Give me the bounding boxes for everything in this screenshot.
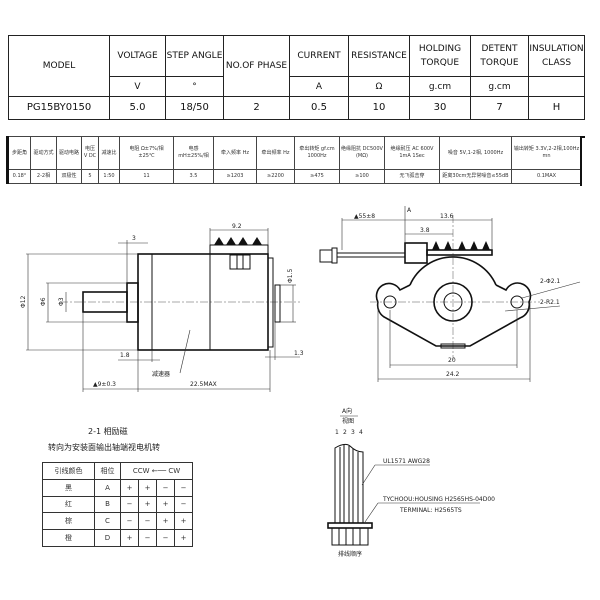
perf-header: 电阻 Ω±7%/相 ±25℃ <box>119 136 174 170</box>
perf-value: 1:50 <box>98 169 120 184</box>
dim-flange-thk: 1.8 <box>120 352 130 359</box>
connector-view-sub: 视图 <box>342 417 354 425</box>
dim-rack-len: 13.6 <box>440 213 454 220</box>
connector-bottom-label: 排线顺序 <box>338 550 362 558</box>
dim-shaft-len: ▲9±0.3 <box>93 381 116 388</box>
step-sign: + <box>120 529 139 547</box>
phase-letter: C <box>94 512 121 531</box>
step-sign: + <box>120 478 139 497</box>
value-holding: 30 <box>409 96 471 120</box>
wire-label: UL1571 AWG28 <box>383 458 430 465</box>
phase-subtitle: 转向为安装面输出轴端视电机转 <box>48 443 160 452</box>
step-sign: − <box>120 512 139 531</box>
lead-color: 红 <box>42 495 95 514</box>
step-sign: − <box>174 495 193 514</box>
perf-header: 电感 mH±25%/相 <box>173 136 214 170</box>
dim-dia-body: Φ12 <box>20 295 27 308</box>
front-view-drawing: ▲55±8 13.6 3.8 A 2-Φ2.1 2-R2.1 20 24.2 <box>319 206 581 382</box>
side-view-drawing: 9.2 3 Φ12 Φ6 Φ3 Φ1.5 1.8 1.3 ▲9±0.3 22.5… <box>20 223 304 392</box>
step-sign: + <box>156 495 175 514</box>
value-detent: 7 <box>470 96 529 120</box>
dim-dia-boss: Φ6 <box>40 297 47 306</box>
dim-dia-shaft: Φ3 <box>58 297 65 306</box>
step-sign: + <box>138 495 157 514</box>
pin-4: 4 <box>359 429 363 436</box>
phase-title: 2-1 相励磁 <box>88 427 128 436</box>
perf-value: 3.5 <box>173 169 214 184</box>
step-sign: − <box>138 529 157 547</box>
dim-flange: 3 <box>132 235 136 242</box>
spec-table: MODEL VOLTAGE STEP ANGLE NO.OF PHASE CUR… <box>8 35 585 120</box>
perf-value: 无飞弧击穿 <box>384 169 440 184</box>
dim-dia-end: Φ1.5 <box>287 269 294 283</box>
pin-1: 1 <box>335 429 339 436</box>
label-gearbox: 减速器 <box>152 370 170 378</box>
terminal-label: TERMINAL: H2565TS <box>399 507 462 514</box>
phase-letter: A <box>94 478 121 497</box>
value-phase: 2 <box>223 96 290 120</box>
table-bracket <box>580 136 585 186</box>
phase-letter: D <box>94 529 121 547</box>
dim-wire-len: ▲55±8 <box>354 213 375 220</box>
perf-value: 距离30cm无异常噪音≤55dB <box>439 169 512 184</box>
perf-header: 牵出频率 Hz <box>256 136 295 170</box>
view-arrow-a: A <box>407 207 412 214</box>
dim-body-len: 22.5MAX <box>190 381 217 388</box>
step-sign: − <box>156 529 175 547</box>
step-sign: + <box>138 478 157 497</box>
lead-color: 黑 <box>42 478 95 497</box>
header-current: CURRENT <box>289 35 349 77</box>
step-sign: − <box>156 478 175 497</box>
dim-gear-width: 9.2 <box>232 223 242 230</box>
dim-rack-pitch: 3.8 <box>420 227 430 234</box>
value-resistance: 10 <box>348 96 410 120</box>
value-current: 0.5 <box>289 96 349 120</box>
perf-value: ≥2200 <box>256 169 295 184</box>
dim-hole-pitch: 20 <box>448 357 456 364</box>
step-sign: + <box>156 512 175 531</box>
housing-label: TYCHOOU:HOUSING H2565HS-04D00 <box>382 496 495 503</box>
dim-radius: 2-R2.1 <box>540 299 560 306</box>
header-model: MODEL <box>8 35 110 97</box>
value-step-angle: 18/50 <box>165 96 224 120</box>
step-sign: + <box>174 512 193 531</box>
unit-step-angle: ° <box>165 76 224 97</box>
lead-color: 橙 <box>42 529 95 547</box>
perf-value: 0.1MAX <box>511 169 582 184</box>
dim-hole: 2-Φ2.1 <box>540 278 560 285</box>
header-phase: 相位 <box>94 462 121 480</box>
lead-color: 棕 <box>42 512 95 531</box>
step-sign: − <box>138 512 157 531</box>
value-insulation: H <box>528 96 585 120</box>
value-model: PG15BY0150 <box>8 96 110 120</box>
pin-3: 3 <box>351 429 355 436</box>
step-sign: − <box>174 478 193 497</box>
connector-drawing: A向 视图 1 2 3 4 排线顺序 UL1571 AWG28 TYCHOOU:… <box>327 407 495 558</box>
step-sign: + <box>174 529 193 547</box>
header-resistance: RESISTANCE <box>348 35 410 77</box>
phase-letter: B <box>94 495 121 514</box>
pin-2: 2 <box>343 429 347 436</box>
dim-width: 24.2 <box>446 371 460 378</box>
header-direction: CCW ←── CW <box>120 462 193 480</box>
connector-view-title: A向 <box>342 407 352 415</box>
dim-end-thk: 1.3 <box>294 350 304 357</box>
perf-value: ≥475 <box>294 169 340 184</box>
perf-header: 绝缘耐压 AC 600V 1mA 1Sec <box>384 136 440 170</box>
perf-header: 牵入频率 Hz <box>213 136 257 170</box>
step-sign: − <box>120 495 139 514</box>
header-lead-color: 引线颜色 <box>42 462 95 480</box>
